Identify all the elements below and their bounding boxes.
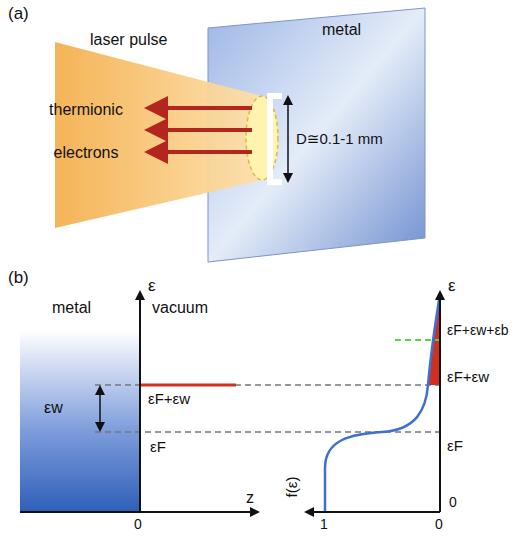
region-label: vacuum (152, 298, 208, 317)
axis-label: f(ε) (283, 477, 301, 498)
work-function-arrow (99, 387, 101, 430)
dashed-level (95, 384, 440, 386)
axis-tick: 0 (134, 516, 142, 533)
energy-label: εw (44, 398, 63, 417)
axis-tick: 0 (449, 494, 457, 511)
axis-label: ε (448, 276, 456, 296)
laser-beam (55, 42, 262, 228)
energy-label: εF+εw (148, 390, 190, 408)
electron-label: thermionic electrons (40, 88, 132, 174)
fermi-dirac-curve (325, 300, 439, 512)
metal-electron-sea (20, 330, 140, 512)
electron-arrow (152, 128, 252, 132)
beam-label: laser pulse (90, 30, 167, 49)
panel-label: (b) (8, 268, 29, 288)
energy-label: εF (447, 437, 463, 455)
axis-label: ε (148, 276, 156, 296)
axis-label: z (246, 488, 254, 507)
dimension-arrow (287, 97, 289, 181)
axis-tick: 0 (435, 516, 443, 533)
energy-label: εF (150, 438, 166, 456)
electron-arrow (152, 106, 252, 110)
occupation-axis (306, 511, 440, 513)
electron-arrow (152, 150, 252, 154)
panel-label: (a) (8, 4, 29, 24)
dimension-label: D≅0.1-1 mm (296, 130, 383, 148)
axis-tick: 1 (320, 516, 328, 533)
energy-label: εF+εw+εb (447, 322, 509, 339)
barrier-level (395, 339, 440, 341)
region-label: metal (52, 298, 91, 317)
energy-axis (139, 292, 141, 512)
material-label: metal (322, 20, 361, 39)
energy-axis (439, 292, 441, 512)
z-axis (20, 511, 258, 513)
spot-bracket (270, 96, 282, 182)
vacuum-level (140, 384, 236, 387)
energy-label: εF+εw (447, 368, 489, 386)
